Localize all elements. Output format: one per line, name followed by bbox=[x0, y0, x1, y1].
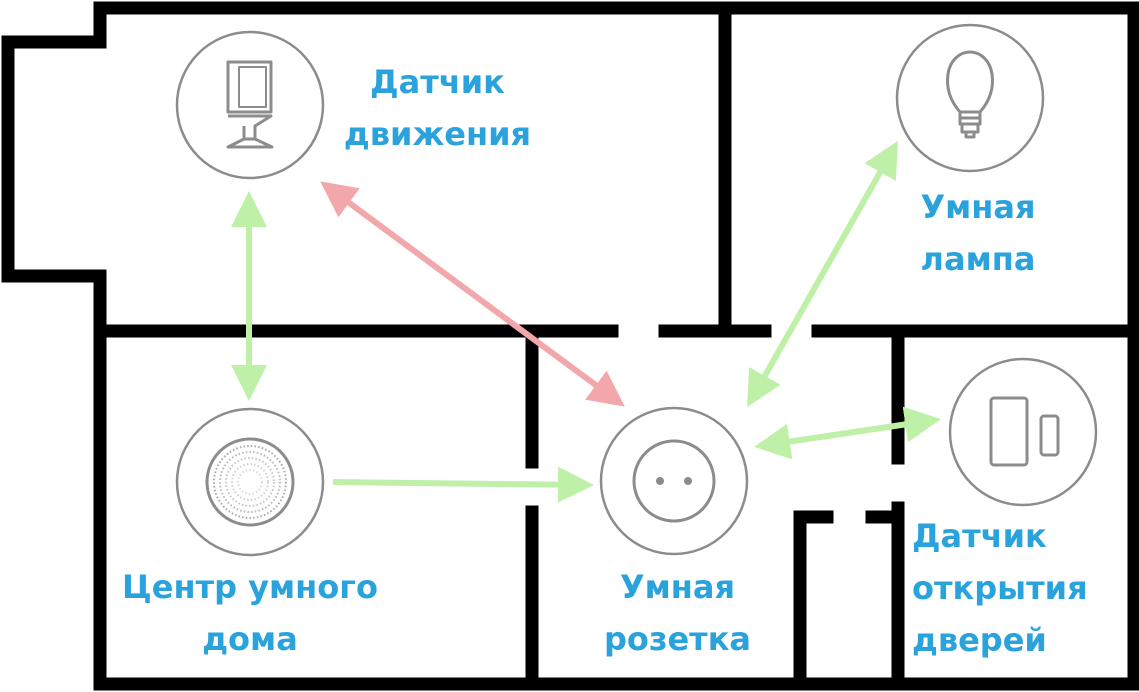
smart-socket-device bbox=[599, 406, 749, 556]
smart-lamp-label: Умная лампа bbox=[888, 181, 1068, 285]
door-sensor-device bbox=[948, 357, 1098, 507]
power-socket-icon bbox=[632, 439, 716, 523]
smart-lamp-label-line1: Умная bbox=[920, 188, 1036, 226]
smart-socket-label-line1: Умная bbox=[619, 568, 736, 606]
smart-hub-device bbox=[175, 407, 325, 557]
motion-sensor-device bbox=[175, 30, 325, 180]
smart-lamp-device bbox=[895, 23, 1045, 173]
smart-lamp-label-line2: лампа bbox=[920, 240, 1036, 278]
smart-hub-label-line1: Центр умного bbox=[122, 568, 378, 606]
motion-sensor-icon bbox=[226, 60, 274, 149]
smart-hub-icon bbox=[205, 437, 295, 527]
door-sensor-icon bbox=[989, 396, 1060, 467]
motion-sensor-label: Датчик движения bbox=[330, 56, 545, 160]
door-sensor-label-line3: дверей bbox=[912, 621, 1047, 659]
link-socket-door bbox=[754, 406, 941, 460]
link-socket-lamp bbox=[747, 140, 898, 408]
link-motion-socket bbox=[320, 181, 625, 407]
door-sensor-label-line1: Датчик bbox=[912, 517, 1047, 555]
links bbox=[231, 140, 941, 503]
door-sensor-label: Датчик открытия дверей bbox=[912, 510, 1122, 666]
outer-wall-left-notch bbox=[1, 1, 107, 691]
smart-hub-label: Центр умного дома bbox=[105, 561, 395, 665]
door-sensor-label-line2: открытия bbox=[912, 569, 1088, 607]
motion-sensor-label-line1: Датчик bbox=[370, 63, 505, 101]
link-hub-socket bbox=[332, 466, 594, 503]
smart-socket-label-line2: розетка bbox=[603, 620, 752, 658]
smart-socket-label: Умная розетка bbox=[580, 561, 775, 665]
motion-sensor-label-line2: движения bbox=[343, 115, 532, 153]
smart-hub-label-line2: дома bbox=[202, 620, 298, 658]
light-bulb-icon bbox=[945, 50, 995, 139]
